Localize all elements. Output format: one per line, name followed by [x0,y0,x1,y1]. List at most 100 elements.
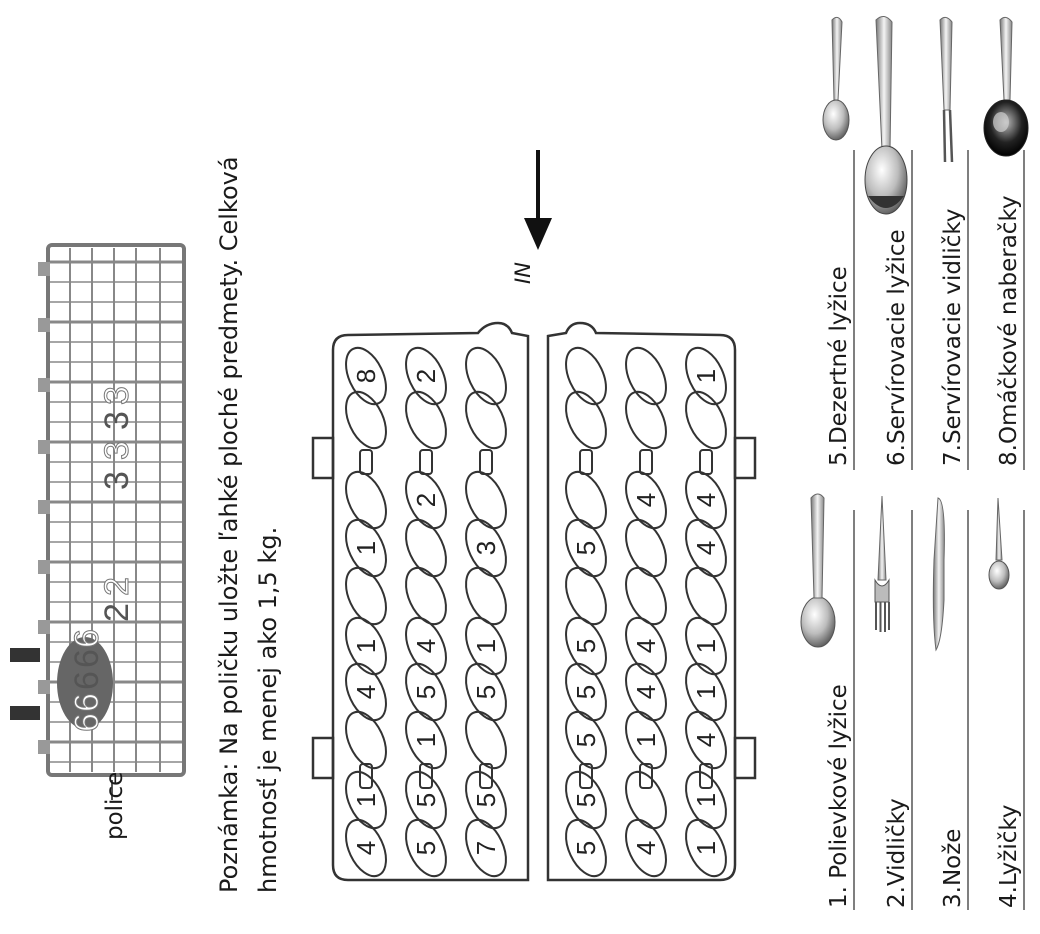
left-basket-slot-1-9 [405,346,447,406]
shelf-number-10: 3 [98,386,136,405]
right-basket-divider-1-0 [639,763,653,789]
right-basket-slot-1-1 [625,770,667,830]
left-basket-slot-0-8 [345,390,387,450]
legend: 1. Polievkové lyžice 2.Vidličky 3.Nože 4… [800,16,1029,910]
legend-label-forks: 2.Vidličky [884,798,910,908]
right-basket-slot-2-2 [685,710,727,770]
left-basket-slot-1-4 [405,616,447,676]
right-basket-slot-1-7 [625,470,667,530]
left-basket-slot-0-4 [345,616,387,676]
right-basket-slot-number-0-1: 5 [571,793,601,807]
right-basket-slot-number-0-0: 5 [571,841,601,855]
right-basket-slot-2-1 [685,770,727,830]
note-line-2: hmotnosť je menej ako 1,5 kg. [254,527,282,893]
right-basket-slot-1-9 [625,346,667,406]
left-basket-slot-1-6 [405,518,447,578]
left-basket-slot-0-1 [345,770,387,830]
right-basket-slot-0-7 [565,470,607,530]
right-basket-slot-number-0-2: 5 [571,733,601,747]
left-basket-slot-2-6 [465,518,507,578]
legend-label-serving-forks: 7.Servírovacie vidličky [940,208,966,466]
right-basket-slot-0-6 [565,518,607,578]
shelf-serving-spoons [10,637,113,729]
left-basket-divider-0-0 [359,763,373,789]
left-basket-slot-0-9 [345,346,387,406]
right-basket-slot-1-0 [625,818,667,878]
shelf-number-5: 2 [98,603,136,622]
right-basket-slot-1-5 [625,566,667,626]
right-basket-slot-0-3 [565,662,607,722]
right-basket-divider-2-0 [699,763,713,789]
legend-label-teaspoons: 4.Lyžičky [996,805,1022,908]
right-basket-slot-0-9 [565,346,607,406]
left-basket-slot-number-1-4: 4 [411,639,441,653]
left-basket-slot-1-8 [405,390,447,450]
legend-label-soup-spoons: 1. Polievkové lyžice [826,684,852,908]
soup-spoon-icon [800,493,836,648]
teaspoon-icon [988,497,1010,590]
left-basket-slot-number-1-9: 2 [411,369,441,383]
right-basket-slot-number-2-2: 4 [691,733,721,747]
right-basket-slot-number-2-4: 1 [691,639,721,653]
left-basket-slot-number-2-6: 3 [471,541,501,555]
right-basket-slot-0-1 [565,770,607,830]
right-basket-slot-2-9 [685,346,727,406]
right-basket-slot-number-0-4: 5 [571,639,601,653]
right-basket-slot-1-4 [625,616,667,676]
right-basket-slot-number-0-3: 5 [571,685,601,699]
shelf-number-1: 6 [68,693,106,712]
right-basket-slot-1-3 [625,662,667,722]
right-basket-slot-2-6 [685,518,727,578]
right-basket-slot-number-2-0: 1 [691,841,721,855]
left-basket-slot-2-8 [465,390,507,450]
left-basket-slot-number-1-0: 5 [411,841,441,855]
shelf-number-3: 6 [68,649,106,668]
shelf-number-6: 2 [98,577,136,596]
left-basket-slot-0-0 [345,818,387,878]
legend-label-sauce-ladles: 8.Omáčkové naberačky [996,195,1022,466]
left-basket-slot-number-0-4: 1 [351,639,381,653]
right-basket-slot-number-0-6: 5 [571,541,601,555]
right-basket-slot-2-0 [685,818,727,878]
right-basket-slot-number-1-2: 1 [631,733,661,747]
right-basket-slot-2-7 [685,470,727,530]
left-basket-slot-2-1 [465,770,507,830]
left-basket-divider-2-0 [479,763,493,789]
right-basket-slot-number-1-3: 4 [631,685,661,699]
shelf-number-4: 6 [68,629,106,648]
right-basket-divider-2-1 [699,449,713,475]
shelf-label: police [102,772,128,840]
left-basket-slot-1-5 [405,566,447,626]
left-basket-slot-number-0-1: 1 [351,793,381,807]
left-basket-slot-2-9 [465,346,507,406]
fork-icon [874,495,890,632]
right-basket-slot-number-2-1: 1 [691,793,721,807]
dessert-spoon-icon [822,16,850,141]
right-basket-slot-number-2-6: 4 [691,541,721,555]
right-basket-divider-0-1 [579,449,593,475]
right-basket-divider-0-0 [579,763,593,789]
note-line-1: Poznámka: Na poličku uložte ľahké ploché… [215,156,243,893]
left-basket-slot-1-0 [405,818,447,878]
knife-icon [932,497,945,652]
right-basket-slot-2-5 [685,566,727,626]
left-basket-slot-1-2 [405,710,447,770]
left-basket-slot-1-3 [405,662,447,722]
left-basket-slot-number-1-1: 5 [411,793,441,807]
right-basket-slot-number-1-7: 4 [631,493,661,507]
left-basket-slot-0-2 [345,710,387,770]
sauce-ladle-icon [983,16,1029,157]
legend-label-knives: 3.Nože [940,829,966,908]
insert-direction-label: IN [511,262,535,284]
shelf-number-0: 6 [68,713,106,732]
left-basket-slot-number-2-3: 5 [471,685,501,699]
right-basket-slot-0-4 [565,616,607,676]
right-basket-slot-number-1-0: 4 [631,841,661,855]
left-basket-divider-0-1 [359,449,373,475]
left-basket-slot-number-0-3: 4 [351,685,381,699]
right-basket-slot-0-0 [565,818,607,878]
shelf-number-2: 6 [68,671,106,690]
right-basket-slot-2-8 [685,390,727,450]
left-basket-slot-2-7 [465,470,507,530]
